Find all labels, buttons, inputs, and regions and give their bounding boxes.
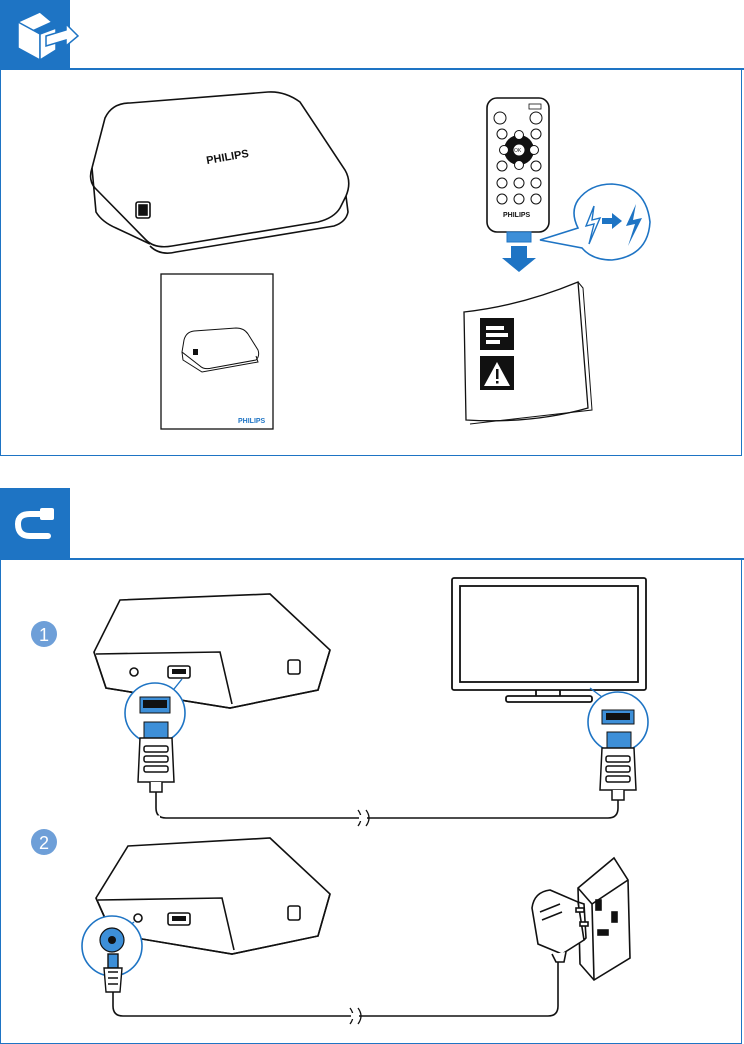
- hdmi-cable: [156, 792, 618, 818]
- remote-brand-label: PHILIPS: [503, 212, 531, 219]
- battery-activation-bubble: [540, 184, 650, 260]
- step-2-number: 2: [39, 833, 49, 853]
- box-contents-icon: [18, 12, 78, 60]
- safety-manual: [464, 282, 592, 424]
- hdmi-port-callout-tv: [588, 688, 648, 752]
- media-player-device: [91, 92, 349, 253]
- step-1-number: 1: [39, 625, 49, 645]
- television: [452, 578, 646, 702]
- down-arrow-icon: [502, 246, 536, 272]
- power-cable: [113, 958, 558, 1016]
- media-player-rear-view: [94, 594, 330, 708]
- remote-control: [487, 98, 549, 242]
- quick-start-guide: [161, 274, 273, 429]
- cable-connect-icon: [18, 508, 54, 536]
- hdmi-plug-player: [138, 738, 174, 792]
- remote-ok-label: OK: [514, 148, 522, 154]
- wall-socket: [578, 858, 630, 980]
- guide-brand-label: PHILIPS: [238, 418, 266, 425]
- hdmi-plug-tv: [600, 748, 636, 800]
